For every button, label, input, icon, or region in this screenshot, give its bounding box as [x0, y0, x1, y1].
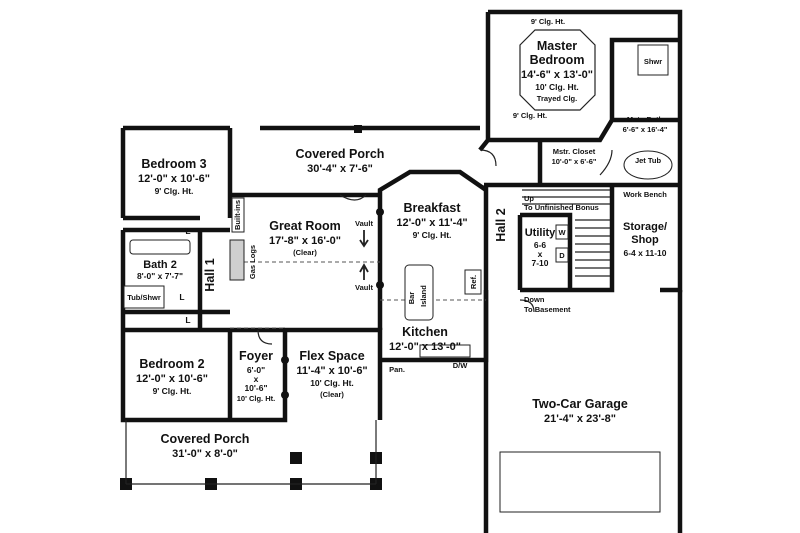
bedroom2-dims: 12'-0" x 10'-6" — [136, 373, 208, 385]
bedroom3-dims: 12'-0" x 10'-6" — [138, 173, 210, 185]
great-room-note: (Clear) — [293, 248, 317, 257]
kitchen-dims: 12'-0" x 13'-0" — [389, 341, 461, 353]
storage-name1: Storage/ — [623, 221, 667, 233]
breakfast-ceiling: 9' Clg. Ht. — [413, 230, 452, 240]
vanity — [129, 239, 191, 255]
garage-name: Two-Car Garage — [532, 397, 628, 411]
breakfast-dims: 12'-0" x 11'-4" — [396, 217, 467, 229]
great-room-dims: 17'-8" x 16'-0" — [269, 235, 341, 247]
flex-space-dims: 11'-4" x 10'-6" — [296, 365, 367, 377]
hall1-label: Hall 1 — [203, 258, 217, 291]
linen-mark: L — [185, 315, 190, 325]
master-bedroom-name2: Bedroom — [530, 53, 585, 67]
opening-line — [230, 261, 486, 329]
bedroom2-name: Bedroom 2 — [139, 357, 204, 371]
builtins-label: Built-ins — [233, 200, 242, 230]
master-bedroom-ceiling: 10' Clg. Ht. — [535, 82, 579, 92]
back-porch-name: Covered Porch — [296, 147, 385, 161]
master-closet-name: Mstr. Closet — [553, 147, 596, 156]
bathtub — [123, 285, 165, 309]
shower-label: Shwr — [644, 57, 662, 66]
bath2-name: Bath 2 — [143, 259, 177, 271]
garage-dims: 21'-4" x 23'-8" — [544, 413, 616, 425]
island-counter — [404, 264, 434, 321]
foyer-name: Foyer — [239, 349, 273, 363]
fixtures — [123, 29, 673, 513]
vault-arrow-down — [359, 230, 369, 248]
stair-treads — [522, 189, 610, 277]
master-closet-dims: 10'-0" x 6'-6" — [552, 157, 597, 166]
foyer-d3: 10'-6" — [244, 383, 267, 393]
storage-name2: Shop — [631, 234, 659, 246]
master-ceiling-side: 9' Clg. Ht. — [513, 111, 547, 120]
bedroom3-name: Bedroom 3 — [141, 157, 206, 171]
foyer-ceiling: 10' Clg. Ht. — [237, 394, 275, 403]
garage-door — [499, 451, 661, 513]
jet-tub-label: Jet Tub — [635, 156, 662, 165]
back-porch-dims: 30'-4" x 7'-6" — [307, 163, 373, 175]
foyer-d1: 6'-0" — [247, 365, 265, 375]
bedroom2-ceiling: 9' Clg. Ht. — [153, 386, 192, 396]
dishwasher-label: D/W — [453, 361, 469, 370]
breakfast-name: Breakfast — [404, 201, 462, 215]
linen-mark: L — [185, 226, 190, 236]
bedroom3-ceiling: 9' Clg. Ht. — [155, 186, 194, 196]
shower-stall — [637, 44, 669, 76]
great-room-name: Great Room — [269, 219, 341, 233]
work-bench-label: Work Bench — [623, 190, 667, 199]
flex-space-ceiling: 10' Clg. Ht. — [310, 378, 354, 388]
dryer-label: D — [559, 251, 565, 260]
washer — [555, 224, 569, 240]
breakfast-bay — [377, 169, 488, 195]
tub-shower-label: Tub/Shwr — [127, 293, 161, 302]
bar-label: Bar — [407, 292, 416, 305]
linen-mark: L — [179, 292, 184, 302]
utility-d3: 7-10 — [531, 258, 548, 268]
storage-dims: 6-4 x 11-10 — [623, 248, 666, 258]
foyer-d2: x — [254, 374, 259, 384]
master-bedroom-name1: Master — [537, 39, 577, 53]
master-bath-name: Mstr. Bath — [627, 115, 664, 124]
porch-rail — [125, 420, 377, 485]
refrigerator — [464, 269, 482, 295]
island-label: Island — [419, 285, 428, 307]
up-bonus-line2: To Unfinished Bonus — [524, 203, 599, 212]
front-porch-name: Covered Porch — [161, 432, 250, 446]
kitchen-counter — [419, 344, 471, 358]
front-porch-dims: 31'-0" x 8'-0" — [172, 448, 238, 460]
down-basement-line1: Down — [524, 295, 545, 304]
utility-d1: 6-6 — [534, 240, 547, 250]
bath2-dims: 8'-0" x 7'-7" — [137, 271, 183, 281]
tray-ceiling-outline — [519, 29, 596, 111]
builtins-cabinet — [231, 197, 245, 233]
jet-tub-fixture — [623, 150, 673, 180]
fireplace — [229, 239, 245, 281]
flex-space-note: (Clear) — [320, 390, 344, 399]
vault-arrow-up — [359, 263, 369, 280]
vault-lower-label: Vault — [355, 283, 373, 292]
door-swing — [257, 149, 613, 345]
master-bedroom-note: Trayed Clg. — [537, 94, 577, 103]
garage-wall — [483, 290, 683, 533]
flex-space-name: Flex Space — [299, 349, 364, 363]
up-bonus-line1: Up — [524, 194, 534, 203]
washer-label: W — [558, 228, 566, 237]
master-ceiling-top: 9' Clg. Ht. — [531, 17, 565, 26]
kitchen-name: Kitchen — [402, 325, 448, 339]
utility-name: Utility — [525, 227, 556, 239]
dryer — [555, 247, 569, 263]
down-basement-line2: To Basement — [524, 305, 571, 314]
gas-logs-label: Gas Logs — [248, 245, 257, 279]
vault-upper-label: Vault — [355, 219, 373, 228]
utility-d2: x — [538, 249, 543, 259]
porch-posts — [120, 125, 384, 490]
ref-label: Ref. — [469, 275, 478, 289]
hall2-label: Hall 2 — [494, 208, 508, 241]
master-bedroom-dims: 14'-6" x 13'-0" — [521, 69, 593, 81]
master-bath-dims: 6'-6" x 16'-4" — [623, 125, 668, 134]
master-wall — [488, 37, 680, 293]
pantry-label: Pan. — [389, 365, 405, 374]
exterior-wall-left-wing — [120, 125, 480, 423]
